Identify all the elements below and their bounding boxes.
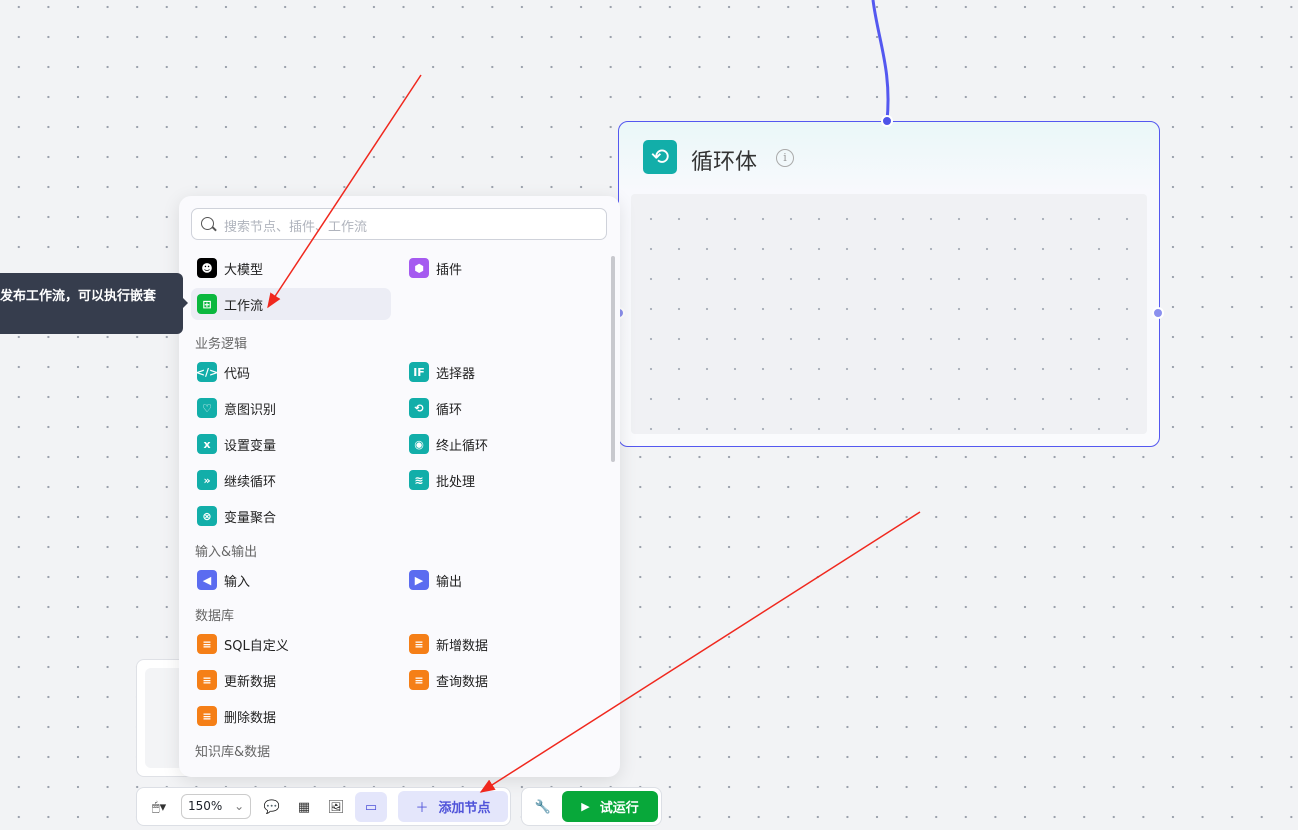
scrollbar[interactable] xyxy=(611,256,615,462)
node-item[interactable]: </> 代码 xyxy=(191,356,391,388)
node-type-icon: ≡ xyxy=(197,670,217,690)
node-item-label: 循环 xyxy=(436,402,463,418)
node-item[interactable]: x 设置变量 xyxy=(191,428,391,460)
node-item[interactable]: IF 选择器 xyxy=(403,356,603,388)
input-handle[interactable] xyxy=(881,115,893,127)
node-type-icon: ≡ xyxy=(409,634,429,654)
node-item-label: 代码 xyxy=(224,366,251,382)
node-item[interactable]: ◉ 终止循环 xyxy=(403,428,603,460)
node-item[interactable]: ≡ SQL自定义 xyxy=(191,628,391,660)
node-item-label: 删除数据 xyxy=(224,710,277,726)
node-item[interactable]: ≋ 批处理 xyxy=(403,464,603,496)
node-item-label: 继续循环 xyxy=(224,474,277,490)
node-type-icon: ◀ xyxy=(197,570,217,590)
node-type-icon: ♡ xyxy=(197,398,217,418)
node-type-icon: ◉ xyxy=(409,434,429,454)
node-type-icon: ⊗ xyxy=(197,506,217,526)
node-item-label: 终止循环 xyxy=(436,438,489,454)
canvas-toolbar: 🖱▾ 150% ⌄ 💬 ▦ 🖼 ▭ ＋ 添加节点 xyxy=(136,787,511,826)
node-item-label: 意图识别 xyxy=(224,402,277,418)
section-title: 输入&输出 xyxy=(195,545,258,560)
node-type-icon: ≡ xyxy=(197,706,217,726)
node-title: 循环体 xyxy=(691,150,758,175)
node-item[interactable]: ⊗ 变量聚合 xyxy=(191,500,391,532)
node-item-label: SQL自定义 xyxy=(224,638,289,654)
node-type-icon: </> xyxy=(196,362,218,382)
node-type-icon: ▶ xyxy=(409,570,429,590)
loop-canvas[interactable] xyxy=(631,194,1147,434)
tooltip-text: 发布工作流，可以执行嵌套 xyxy=(0,289,157,304)
node-item-label: 插件 xyxy=(436,262,463,278)
node-item[interactable]: ≡ 更新数据 xyxy=(191,664,391,696)
node-item-label: 选择器 xyxy=(436,366,476,382)
play-icon: ▶ xyxy=(581,800,590,813)
node-item-label: 批处理 xyxy=(436,474,476,490)
wrench-icon[interactable]: 🔧 xyxy=(534,799,552,815)
zoom-select[interactable]: 150% ⌄ xyxy=(181,794,251,819)
plus-icon: ＋ xyxy=(415,801,429,816)
plugin-icon: ⬢ xyxy=(409,258,429,278)
loop-icon: ⟲ xyxy=(643,140,677,174)
node-item-label: 变量聚合 xyxy=(224,510,277,526)
output-handle[interactable] xyxy=(1152,307,1164,319)
node-type-icon: x xyxy=(197,434,217,454)
tooltip: 发布工作流，可以执行嵌套 xyxy=(0,273,188,334)
node-item[interactable]: ⬢ 插件 xyxy=(403,252,603,284)
info-icon[interactable]: i xyxy=(776,149,794,167)
node-item[interactable]: ≡ 查询数据 xyxy=(403,664,603,696)
node-type-icon: ≡ xyxy=(197,634,217,654)
mouse-mode-icon[interactable]: 🖱▾ xyxy=(151,799,167,815)
node-item[interactable]: ▶ 输出 xyxy=(403,564,603,596)
node-item[interactable]: ⊞ 工作流 xyxy=(191,288,391,320)
search-placeholder: 搜索节点、插件、工作流 xyxy=(224,220,368,235)
node-item[interactable]: ≡ 新增数据 xyxy=(403,628,603,660)
test-run-label: 试运行 xyxy=(599,801,639,816)
minimap-toggle-icon[interactable]: ▭ xyxy=(355,792,387,822)
search-input[interactable]: 搜索节点、插件、工作流 xyxy=(191,208,607,240)
node-type-icon: » xyxy=(197,470,217,490)
section-title: 数据库 xyxy=(195,609,235,624)
node-item[interactable]: ⟲ 循环 xyxy=(403,392,603,424)
node-item-label: 输入 xyxy=(224,574,251,590)
llm-icon: ☻ xyxy=(197,258,217,278)
add-node-menu: 搜索节点、插件、工作流 ☻ 大模型 ⬢ 插件 ⊞ 工作流业务逻辑 </> 代码 IF 选择器 ♡ 意图… xyxy=(179,196,620,777)
node-item-label: 工作流 xyxy=(224,298,264,314)
add-node-label: 添加节点 xyxy=(438,801,491,816)
node-item[interactable]: » 继续循环 xyxy=(191,464,391,496)
test-run-button[interactable]: ▶ 试运行 xyxy=(562,791,658,822)
node-item[interactable]: ≡ 删除数据 xyxy=(191,700,391,732)
section-title: 知识库&数据 xyxy=(195,745,271,760)
zoom-value: 150% xyxy=(188,799,223,813)
run-toolbar: 🔧 ▶ 试运行 xyxy=(521,787,662,826)
image-icon[interactable]: 🖼 xyxy=(327,799,345,815)
workflow-icon: ⊞ xyxy=(197,294,217,314)
node-item[interactable]: ♡ 意图识别 xyxy=(191,392,391,424)
node-type-icon: ≡ xyxy=(409,670,429,690)
loop-body-node[interactable]: ⟲ 循环体 i xyxy=(618,121,1160,447)
add-node-button[interactable]: ＋ 添加节点 xyxy=(398,791,508,822)
layout-icon[interactable]: ▦ xyxy=(297,799,311,815)
node-item-label: 查询数据 xyxy=(436,674,489,690)
node-item[interactable]: ◀ 输入 xyxy=(191,564,391,596)
node-item-label: 输出 xyxy=(436,574,463,590)
node-item-label: 更新数据 xyxy=(224,674,277,690)
node-type-icon: ≋ xyxy=(409,470,429,490)
node-item-label: 大模型 xyxy=(224,262,264,278)
node-type-icon: IF xyxy=(409,362,429,382)
section-title: 业务逻辑 xyxy=(195,337,248,352)
node-item-label: 设置变量 xyxy=(224,438,277,454)
node-type-icon: ⟲ xyxy=(409,398,429,418)
search-icon xyxy=(201,217,214,230)
comment-icon[interactable]: 💬 xyxy=(263,799,281,815)
node-item[interactable]: ☻ 大模型 xyxy=(191,252,391,284)
node-item-label: 新增数据 xyxy=(436,638,489,654)
